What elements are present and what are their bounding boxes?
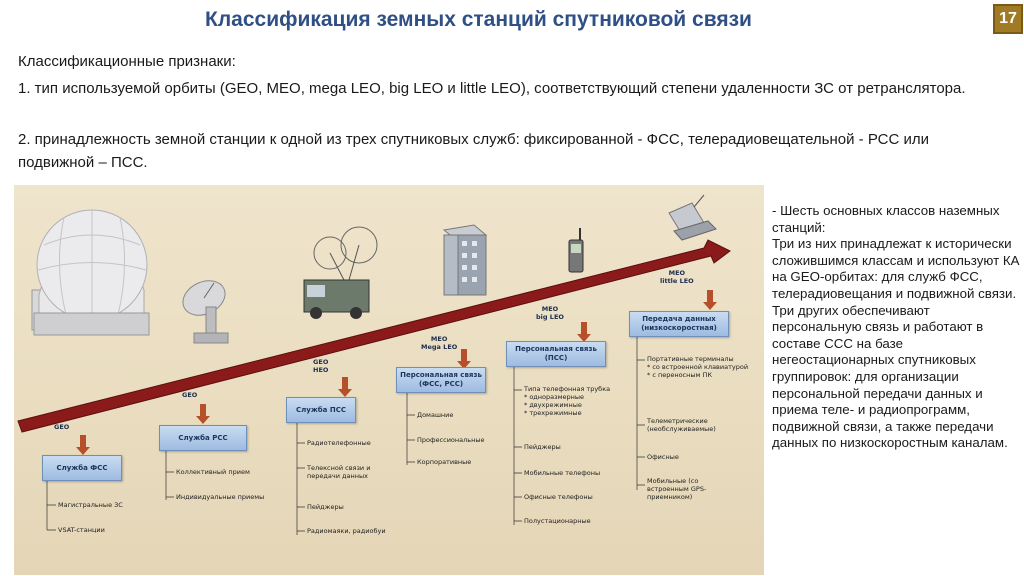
side-line-1: - Шесть основных классов наземных станци… bbox=[772, 203, 1000, 235]
sub-item: Пейджеры bbox=[307, 503, 344, 511]
office-building-icon bbox=[442, 224, 488, 296]
sub-item: VSAT-станции bbox=[58, 526, 105, 534]
sub-item: Телексной связи и передачи данных bbox=[307, 464, 371, 480]
dome-station-icon bbox=[31, 209, 150, 336]
orbit-label-6: MEO little LEO bbox=[660, 269, 694, 285]
tree-connectors bbox=[46, 335, 645, 535]
station-classes-diagram: GEO GEO GEO HEO MEO Mega LEO MEO big LEO… bbox=[14, 185, 764, 575]
orbit-label-3: GEO HEO bbox=[313, 358, 329, 374]
mobile-phone-icon bbox=[568, 228, 584, 273]
dish-antenna-icon bbox=[182, 280, 229, 344]
sub-item: Домашние bbox=[417, 411, 454, 419]
sub-item: Типа телефонная трубка * одноразмерные *… bbox=[524, 385, 611, 417]
sub-item: Профессиональные bbox=[417, 436, 485, 444]
slide-title: Классификация земных станций спутниковой… bbox=[205, 8, 752, 31]
sub-item: Индивидуальные приемы bbox=[176, 493, 265, 501]
sub-item: Радиомаяки, радиобуи bbox=[307, 527, 386, 535]
orbit-label-4: MEO Mega LEO bbox=[421, 335, 458, 351]
class-box-personal-fss: Персональная связь (ФСС, РСС) bbox=[396, 367, 486, 393]
mobile-truck-icon bbox=[303, 226, 378, 319]
sub-item: Портативные терминалы * со встроенной кл… bbox=[647, 355, 749, 379]
class-box-data: Передача данных (низкоскоростная) bbox=[629, 311, 729, 337]
portable-terminal-icon bbox=[668, 194, 717, 241]
sub-item: Радиотелефонные bbox=[307, 439, 371, 447]
class-box-fss: Служба ФСС bbox=[42, 455, 122, 481]
sub-item: Корпоративные bbox=[417, 458, 472, 466]
sub-item: Магистральные ЗС bbox=[58, 501, 123, 509]
sub-item: Телеметрические (необслуживаемые) bbox=[647, 417, 716, 433]
orbit-label-1: GEO bbox=[54, 423, 70, 431]
class-box-personal-pss: Персональная связь (ПСС) bbox=[506, 341, 606, 367]
sub-item: Коллективный прием bbox=[176, 468, 250, 476]
orbit-label-2: GEO bbox=[182, 391, 198, 399]
class-box-rss: Служба РСС bbox=[159, 425, 247, 451]
criteria-heading: Классификационные признаки: bbox=[18, 53, 236, 70]
side-description: - Шесть основных классов наземных станци… bbox=[772, 203, 1020, 452]
orbit-progression-arrow bbox=[17, 239, 731, 433]
diagram-artwork bbox=[17, 194, 731, 535]
criteria-item-orbit: 1. тип используемой орбиты (GEO, MEO, me… bbox=[18, 80, 966, 97]
side-line-3: Три других обеспечивают персональную свя… bbox=[772, 302, 1008, 451]
sub-item: Офисные телефоны bbox=[524, 493, 593, 501]
page-number-badge: 17 bbox=[993, 4, 1023, 34]
sub-item: Офисные bbox=[647, 453, 679, 461]
sub-item: Мобильные телефоны bbox=[524, 469, 601, 477]
sub-item: Мобильные (со встроенным GPS-приемником) bbox=[647, 477, 707, 501]
sub-item: Пейджеры bbox=[524, 443, 561, 451]
class-box-pss: Служба ПСС bbox=[286, 397, 356, 423]
orbit-label-5: MEO big LEO bbox=[536, 305, 564, 321]
sub-item: Полустационарные bbox=[524, 517, 591, 525]
side-line-2: Три из них принадлежат к исторически сло… bbox=[772, 236, 1020, 301]
orbit-down-arrows bbox=[76, 290, 717, 455]
criteria-item-service: 2. принадлежность земной станции к одной… bbox=[18, 131, 930, 171]
